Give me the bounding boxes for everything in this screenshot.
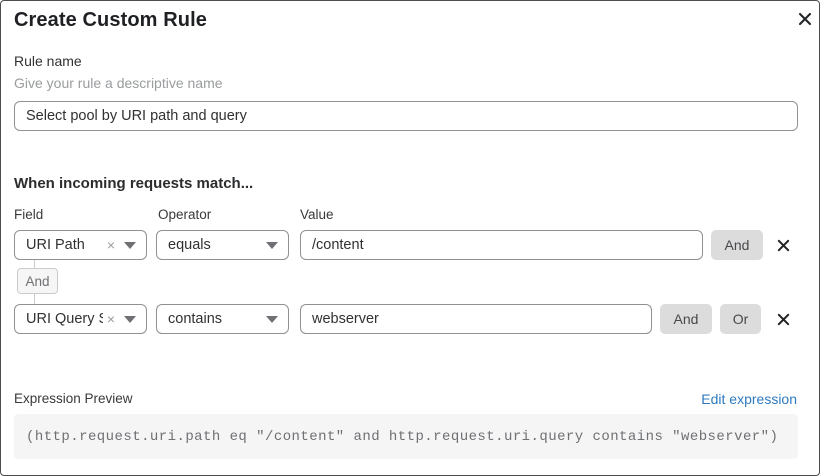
connector-line [34,294,35,304]
and-connector-badge[interactable]: And [17,268,58,294]
close-button[interactable] [794,8,816,30]
field-select-row2-label: URI Query St... [26,311,103,327]
chevron-down-icon [266,241,278,249]
and-button-row1[interactable]: And [711,230,763,260]
remove-icon [777,313,789,325]
operator-select-row2[interactable]: contains [156,304,289,334]
operator-select-row1-label: equals [168,237,211,253]
edit-expression-link[interactable]: Edit expression [701,391,797,407]
clear-field-icon[interactable]: × [106,237,115,253]
connector-line [34,260,35,268]
expression-code-block: (http.request.uri.path eq "/content" and… [14,414,798,459]
clear-field-icon[interactable]: × [106,311,115,327]
column-header-operator: Operator [158,207,212,222]
and-button-row2[interactable]: And [660,304,712,334]
page-title: Create Custom Rule [14,9,207,31]
chevron-down-icon [124,241,136,249]
rule-name-helper: Give your rule a descriptive name [14,75,223,91]
value-input-row2[interactable] [300,304,652,334]
field-select-row2[interactable]: URI Query St... × [14,304,147,334]
expression-preview-label: Expression Preview [14,391,133,406]
rule-name-input[interactable] [14,101,798,131]
remove-condition-row2-button[interactable] [773,309,793,329]
operator-select-row2-label: contains [168,311,223,327]
or-button-row2[interactable]: Or [720,304,761,334]
field-select-row1-label: URI Path [26,237,85,253]
chevron-down-icon [124,315,136,323]
rule-name-label: Rule name [14,53,82,69]
match-heading: When incoming requests match... [14,175,254,192]
chevron-down-icon [266,315,278,323]
field-select-row1[interactable]: URI Path × [14,230,147,260]
column-header-field: Field [14,207,44,222]
close-icon [798,12,812,26]
value-input-row1[interactable] [300,230,703,260]
remove-icon [777,239,789,251]
column-header-value: Value [300,207,334,222]
expression-code: (http.request.uri.path eq "/content" and… [26,428,779,445]
remove-condition-row1-button[interactable] [773,235,793,255]
operator-select-row1[interactable]: equals [156,230,289,260]
